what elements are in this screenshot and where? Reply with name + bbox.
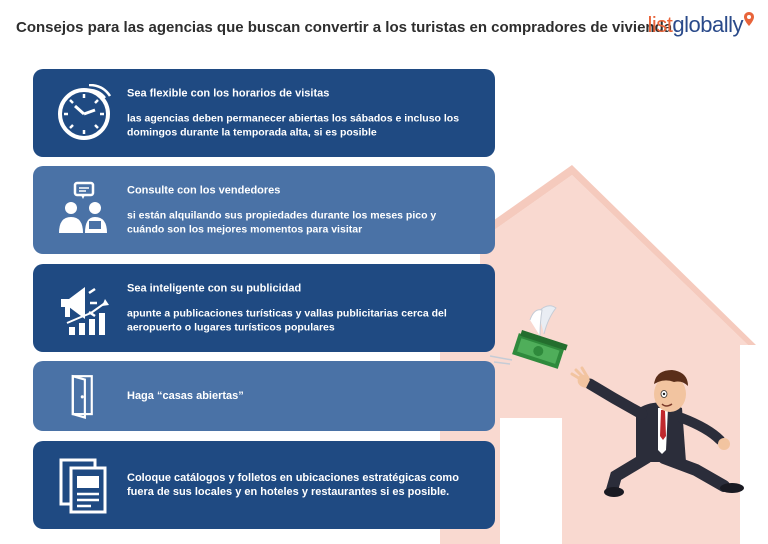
open-door-icon bbox=[71, 374, 93, 419]
tip-text: si están alquilando sus propiedades dura… bbox=[127, 209, 437, 236]
flying-money-icon bbox=[489, 305, 568, 369]
people-chat-icon bbox=[59, 181, 107, 233]
tip-card-open-houses: Haga “casas abiertas” bbox=[33, 361, 495, 431]
tip-card-flexible-hours: Sea flexible con los horarios de visitas… bbox=[33, 69, 495, 157]
tip-title: Sea flexible con los horarios de visitas bbox=[127, 87, 330, 100]
running-businessman bbox=[570, 366, 744, 497]
clock-icon bbox=[58, 84, 112, 140]
businessman-chasing-money-illustration bbox=[489, 305, 744, 497]
page-title: Consejos para las agencias que buscan co… bbox=[16, 19, 673, 36]
tip-text: las agencias deben permanecer abiertas l… bbox=[127, 112, 460, 139]
tip-card-advertising: Sea inteligente con su publicidad apunte… bbox=[33, 264, 495, 352]
tip-title: Consulte con los vendedores bbox=[127, 184, 281, 197]
brochure-icon bbox=[59, 458, 107, 514]
listglobally-logo: listglobally bbox=[648, 12, 754, 38]
tip-title: Sea inteligente con su publicidad bbox=[127, 282, 302, 295]
tip-text: apunte a publicaciones turísticas y vall… bbox=[127, 307, 447, 334]
megaphone-chart-icon bbox=[61, 287, 109, 335]
tip-card-consult-sellers: Consulte con los vendedores si están alq… bbox=[33, 166, 495, 254]
location-pin-icon bbox=[744, 12, 754, 26]
tip-title: Haga “casas abiertas” bbox=[127, 390, 244, 402]
tip-title: Coloque catálogos y folletos en ubicacio… bbox=[127, 472, 459, 498]
tip-card-brochures: Coloque catálogos y folletos en ubicacio… bbox=[33, 441, 495, 529]
